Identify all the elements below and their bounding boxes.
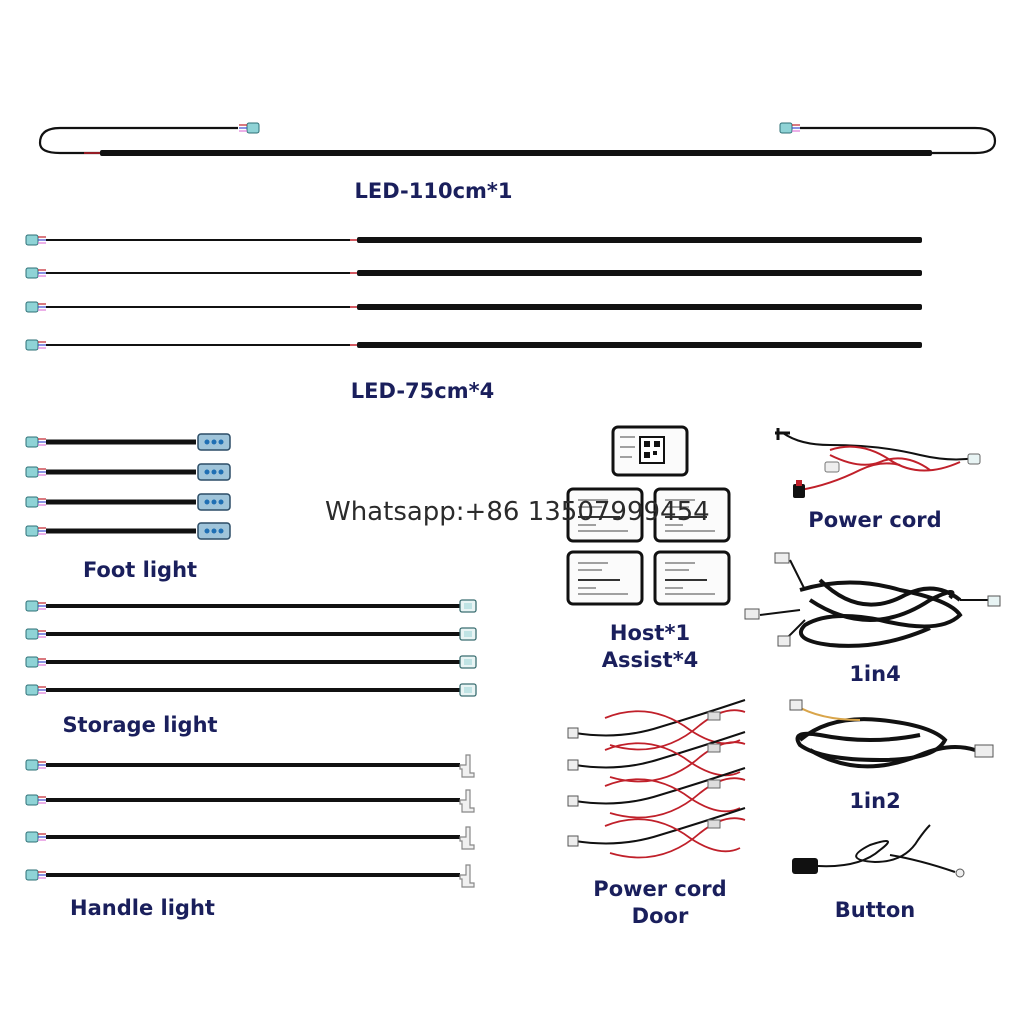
- power-cord-door-label-line2: Door: [631, 904, 689, 928]
- push-button-switch: [792, 824, 965, 878]
- assist-modules: [566, 487, 731, 606]
- led-75cm-strips: [25, 234, 922, 351]
- power-cord-label: Power cord: [808, 508, 942, 532]
- led-110cm-label: LED-110cm*1: [354, 179, 513, 203]
- whatsapp-watermark: Whatsapp:+86 13507999454: [325, 497, 710, 527]
- one-in-four-harness: [759, 559, 990, 648]
- power-cord-door-harnesses: [567, 699, 746, 859]
- power-cord-door-label-line1: Power cord: [593, 877, 727, 901]
- button-label: Button: [834, 898, 916, 922]
- storage-light-strips: [25, 599, 477, 697]
- handle-light-label: Handle light: [70, 896, 215, 920]
- one-in-two-label: 1in2: [849, 789, 901, 813]
- handle-light-strips: [25, 754, 475, 888]
- one-in-four-label: 1in4: [849, 662, 901, 686]
- one-in-two-connectors: [789, 699, 994, 758]
- assist-label: Assist*4: [601, 648, 699, 672]
- storage-light-label: Storage light: [62, 713, 218, 737]
- power-cord-harness: [775, 428, 981, 498]
- host-module-outline: [611, 425, 689, 477]
- one-in-four-connectors: [744, 552, 1001, 647]
- one-in-two-harness: [794, 704, 976, 769]
- led-110cm-strip: [38, 122, 997, 156]
- host-label: Host*1: [609, 621, 691, 645]
- foot-light-strips: [25, 433, 231, 540]
- led-75cm-label: LED-75cm*4: [350, 379, 495, 403]
- foot-light-label: Foot light: [82, 558, 198, 582]
